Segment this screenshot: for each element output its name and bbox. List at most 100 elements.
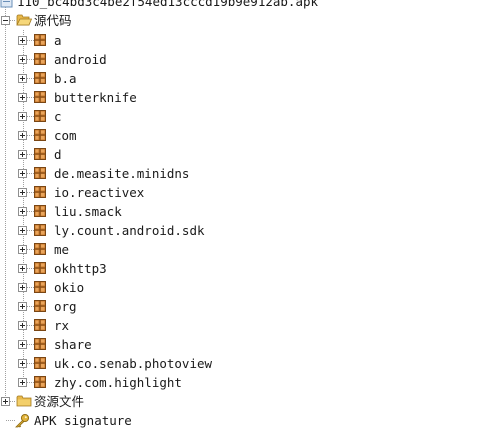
- tree-branch-package: [24, 382, 34, 383]
- apk-file-icon: [0, 0, 13, 8]
- package-label: io.reactivex: [54, 185, 145, 200]
- tree-branch-package: [24, 249, 34, 250]
- tree-row-package[interactable]: c: [0, 107, 484, 126]
- tree-row-package[interactable]: zhy.com.highlight: [0, 373, 484, 392]
- tree-row-package[interactable]: okio: [0, 278, 484, 297]
- expand-toggle-package[interactable]: [18, 150, 27, 159]
- package-label: android: [54, 52, 107, 67]
- tree-row-package[interactable]: me: [0, 240, 484, 259]
- expand-toggle-package[interactable]: [18, 226, 27, 235]
- package-label: c: [54, 109, 62, 124]
- tree-branch-package: [24, 211, 34, 212]
- tree-row-package[interactable]: org: [0, 297, 484, 316]
- tree-branch-package: [24, 306, 34, 307]
- tree-row-package[interactable]: android: [0, 50, 484, 69]
- package-icon: [34, 357, 46, 369]
- package-label: com: [54, 128, 77, 143]
- open-folder-icon: [16, 14, 32, 26]
- package-label: zhy.com.highlight: [54, 375, 182, 390]
- tree-row-package[interactable]: liu.smack: [0, 202, 484, 221]
- expand-toggle-package[interactable]: [18, 302, 27, 311]
- expand-toggle-package[interactable]: [18, 321, 27, 330]
- tree-row-package[interactable]: de.measite.minidns: [0, 164, 484, 183]
- tree-branch-package: [24, 135, 34, 136]
- expand-toggle-package[interactable]: [18, 283, 27, 292]
- package-label: b.a: [54, 71, 77, 86]
- tree-row-source[interactable]: 源代码: [0, 11, 484, 30]
- expand-toggle-package[interactable]: [18, 74, 27, 83]
- tree-row-package[interactable]: d: [0, 145, 484, 164]
- tree-row-package[interactable]: b.a: [0, 69, 484, 88]
- package-label: d: [54, 147, 62, 162]
- tree-row-package[interactable]: share: [0, 335, 484, 354]
- package-label: liu.smack: [54, 204, 122, 219]
- package-icon: [34, 148, 46, 160]
- tree-branch-package: [24, 325, 34, 326]
- tree-row-package[interactable]: a: [0, 31, 484, 50]
- package-icon: [34, 167, 46, 179]
- package-label: me: [54, 242, 70, 257]
- package-label: butterknife: [54, 90, 137, 105]
- resources-folder-label: 资源文件: [34, 394, 85, 409]
- tree-row-package[interactable]: rx: [0, 316, 484, 335]
- collapse-toggle-source[interactable]: [1, 16, 10, 25]
- package-icon: [34, 262, 46, 274]
- tree-line-root: [5, 0, 6, 400]
- tree-branch-source: [6, 20, 15, 21]
- package-icon: [34, 338, 46, 350]
- apk-file-label: 110_bc4bd3c4be2f54ed13cccd19b9e912ab.apk: [17, 0, 319, 9]
- package-icon: [34, 72, 46, 84]
- package-icon: [34, 224, 46, 236]
- tree-row-apk[interactable]: 110_bc4bd3c4be2f54ed13cccd19b9e912ab.apk: [0, 0, 484, 11]
- tree-branch-resources: [6, 401, 15, 402]
- expand-toggle-package[interactable]: [18, 207, 27, 216]
- expand-toggle-package[interactable]: [18, 245, 27, 254]
- package-label: org: [54, 299, 77, 314]
- tree-row-package[interactable]: okhttp3: [0, 259, 484, 278]
- tree-row-package[interactable]: uk.co.senab.photoview: [0, 354, 484, 373]
- package-icon: [34, 205, 46, 217]
- package-icon: [34, 53, 46, 65]
- tree-branch-package: [24, 344, 34, 345]
- tree-row-package[interactable]: com: [0, 126, 484, 145]
- expand-toggle-package[interactable]: [18, 93, 27, 102]
- tree-branch-package: [24, 59, 34, 60]
- expand-toggle-package[interactable]: [18, 340, 27, 349]
- tree-branch-package: [24, 154, 34, 155]
- expand-toggle-package[interactable]: [18, 36, 27, 45]
- package-label: okhttp3: [54, 261, 107, 276]
- expand-toggle-package[interactable]: [18, 112, 27, 121]
- tree-branch-package: [24, 78, 34, 79]
- tree-row-signature[interactable]: APK signature: [0, 411, 484, 430]
- folder-icon: [16, 395, 32, 407]
- expand-toggle-package[interactable]: [18, 188, 27, 197]
- package-label: uk.co.senab.photoview: [54, 356, 213, 371]
- tree-row-package[interactable]: butterknife: [0, 88, 484, 107]
- expand-toggle-package[interactable]: [18, 55, 27, 64]
- tree-line-source: [23, 30, 24, 383]
- package-icon: [34, 300, 46, 312]
- apk-signature-label: APK signature: [34, 413, 132, 428]
- package-label: de.measite.minidns: [54, 166, 190, 181]
- tree-branch-package: [24, 363, 34, 364]
- expand-toggle-package[interactable]: [18, 169, 27, 178]
- package-icon: [34, 243, 46, 255]
- tree-branch-package: [24, 116, 34, 117]
- tree-row-package[interactable]: io.reactivex: [0, 183, 484, 202]
- tree-branch-signature: [6, 420, 15, 421]
- tree-branch-package: [24, 173, 34, 174]
- expand-toggle-resources[interactable]: [1, 397, 10, 406]
- tree-row-resources[interactable]: 资源文件: [0, 392, 484, 411]
- tree-row-package[interactable]: ly.count.android.sdk: [0, 221, 484, 240]
- expand-toggle-package[interactable]: [18, 264, 27, 273]
- expand-toggle-package[interactable]: [18, 359, 27, 368]
- package-label: okio: [54, 280, 85, 295]
- package-label: a: [54, 33, 62, 48]
- expand-toggle-package[interactable]: [18, 131, 27, 140]
- tree-branch-package: [24, 192, 34, 193]
- expand-toggle-package[interactable]: [18, 378, 27, 387]
- key-icon: [15, 413, 30, 428]
- package-icon: [34, 34, 46, 46]
- tree-branch-package: [24, 287, 34, 288]
- package-icon: [34, 110, 46, 122]
